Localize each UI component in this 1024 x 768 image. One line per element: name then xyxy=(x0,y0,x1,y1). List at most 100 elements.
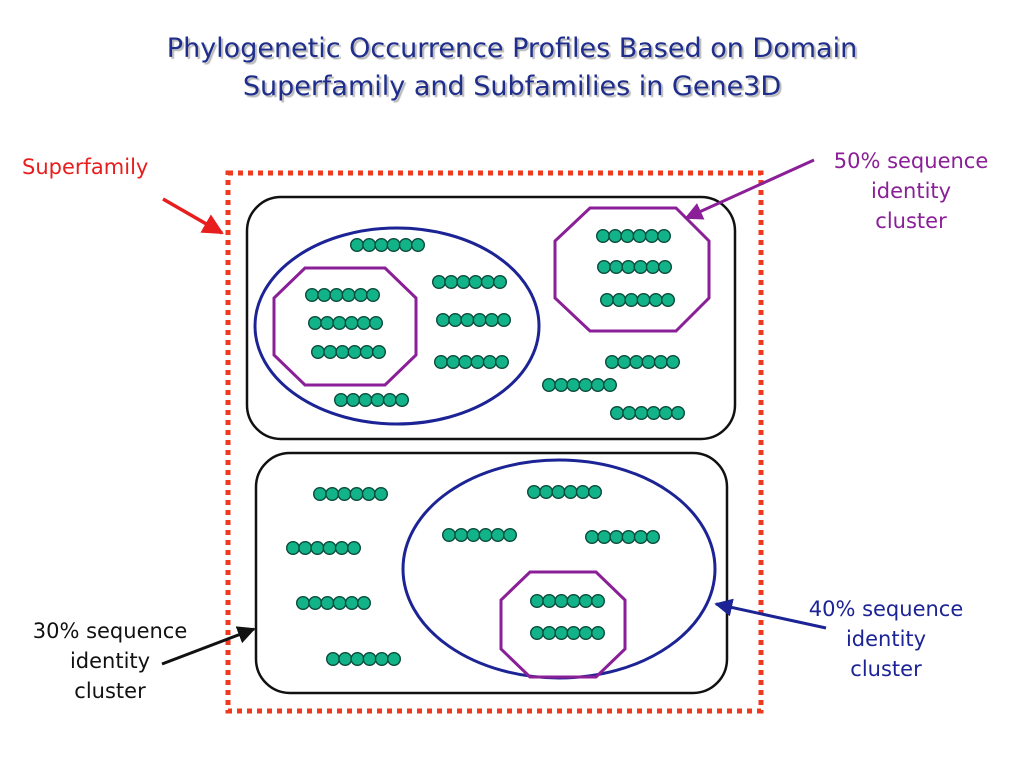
sequence-bead xyxy=(671,406,686,421)
sequence-bead xyxy=(578,594,593,609)
sequence-chain xyxy=(600,293,676,308)
sequence-chain xyxy=(605,355,681,370)
sequence-bead xyxy=(633,260,648,275)
cluster-50-label-line3: cluster xyxy=(875,209,947,233)
sequence-bead xyxy=(590,378,605,393)
sequence-bead xyxy=(620,228,635,243)
slide-title: Phylogenetic Occurrence Profiles Based o… xyxy=(0,30,1024,106)
cluster-50-bottom xyxy=(499,570,627,679)
sequence-bead xyxy=(458,355,473,370)
sequence-bead xyxy=(609,260,624,275)
cluster-50-label-line1: 50% sequence xyxy=(833,149,989,173)
sequence-chain xyxy=(326,652,402,667)
sequence-bead xyxy=(641,355,656,370)
sequence-bead xyxy=(320,316,335,331)
sequence-bead xyxy=(332,316,347,331)
cluster-30-label-line3: cluster xyxy=(74,679,146,703)
sequence-chain xyxy=(313,487,389,502)
sequence-bead xyxy=(334,393,349,408)
sequence-bead xyxy=(597,530,612,545)
sequence-bead xyxy=(482,355,497,370)
sequence-bead xyxy=(456,275,471,290)
sequence-bead xyxy=(349,487,364,502)
sequence-bead xyxy=(326,652,341,667)
sequence-bead xyxy=(539,485,554,500)
sequence-bead xyxy=(554,594,569,609)
sequence-chain xyxy=(311,345,387,360)
sequence-bead xyxy=(395,393,410,408)
sequence-bead xyxy=(436,313,451,328)
sequence-bead xyxy=(648,293,663,308)
sequence-bead xyxy=(322,541,337,556)
sequence-bead xyxy=(490,528,505,543)
sequence-chains xyxy=(286,228,686,667)
sequence-bead xyxy=(658,260,673,275)
cluster-30-arrow xyxy=(161,626,256,666)
sequence-bead xyxy=(542,594,557,609)
sequence-bead xyxy=(563,485,578,500)
sequence-bead xyxy=(317,288,332,303)
sequence-bead xyxy=(603,378,618,393)
sequence-bead xyxy=(605,355,620,370)
sequence-bead xyxy=(337,487,352,502)
cluster-40-label-line2: identity xyxy=(845,627,927,651)
sequence-bead xyxy=(369,316,384,331)
superfamily-boundary xyxy=(225,170,764,714)
sequence-bead xyxy=(622,406,637,421)
sequence-bead xyxy=(374,652,389,667)
sequence-bead xyxy=(661,293,676,308)
sequence-bead xyxy=(632,228,647,243)
sequence-bead xyxy=(503,528,518,543)
sequence-chain xyxy=(436,313,512,328)
sequence-bead xyxy=(542,626,557,641)
sequence-chain xyxy=(286,541,362,556)
sequence-bead xyxy=(434,355,449,370)
sequence-bead xyxy=(341,288,356,303)
sequence-bead xyxy=(362,237,377,252)
sequence-bead xyxy=(657,228,672,243)
sequence-bead xyxy=(530,626,545,641)
sequence-bead xyxy=(353,288,368,303)
sequence-bead xyxy=(356,316,371,331)
cluster-40-label-line1: 40% sequence xyxy=(808,597,964,621)
sequence-bead xyxy=(320,596,335,611)
sequence-bead xyxy=(350,237,365,252)
sequence-bead xyxy=(566,594,581,609)
sequence-chain xyxy=(597,260,673,275)
sequence-bead xyxy=(484,313,499,328)
superfamily-arrow xyxy=(162,197,224,235)
sequence-chain xyxy=(596,228,672,243)
sequence-bead xyxy=(472,313,487,328)
cluster-40-top xyxy=(253,226,541,426)
sequence-bead xyxy=(332,596,347,611)
sequence-chain xyxy=(530,594,606,609)
sequence-bead xyxy=(347,345,362,360)
sequence-bead xyxy=(596,228,611,243)
sequence-bead xyxy=(374,237,389,252)
sequence-bead xyxy=(357,596,372,611)
sequence-bead xyxy=(609,530,624,545)
sequence-bead xyxy=(610,406,625,421)
cluster-30-top xyxy=(245,195,737,441)
sequence-bead xyxy=(495,355,510,370)
sequence-bead xyxy=(633,530,648,545)
sequence-bead xyxy=(629,355,644,370)
cluster-30-bottom xyxy=(254,451,729,695)
sequence-bead xyxy=(646,530,661,545)
sequence-bead xyxy=(361,487,376,502)
sequence-chain xyxy=(432,275,508,290)
slide-title-line2: Superfamily and Subfamilies in Gene3D xyxy=(242,71,782,102)
sequence-bead xyxy=(344,316,359,331)
sequence-bead xyxy=(398,237,413,252)
sequence-bead xyxy=(325,487,340,502)
cluster-40-label: 40% sequence identity cluster xyxy=(786,594,986,684)
cluster-50-label: 50% sequence identity cluster xyxy=(806,146,1016,236)
sequence-bead xyxy=(296,596,311,611)
sequence-bead xyxy=(466,528,481,543)
sequence-chain xyxy=(434,355,510,370)
sequence-bead xyxy=(468,275,483,290)
sequence-bead xyxy=(305,288,320,303)
sequence-bead xyxy=(313,487,328,502)
sequence-chain xyxy=(308,316,384,331)
